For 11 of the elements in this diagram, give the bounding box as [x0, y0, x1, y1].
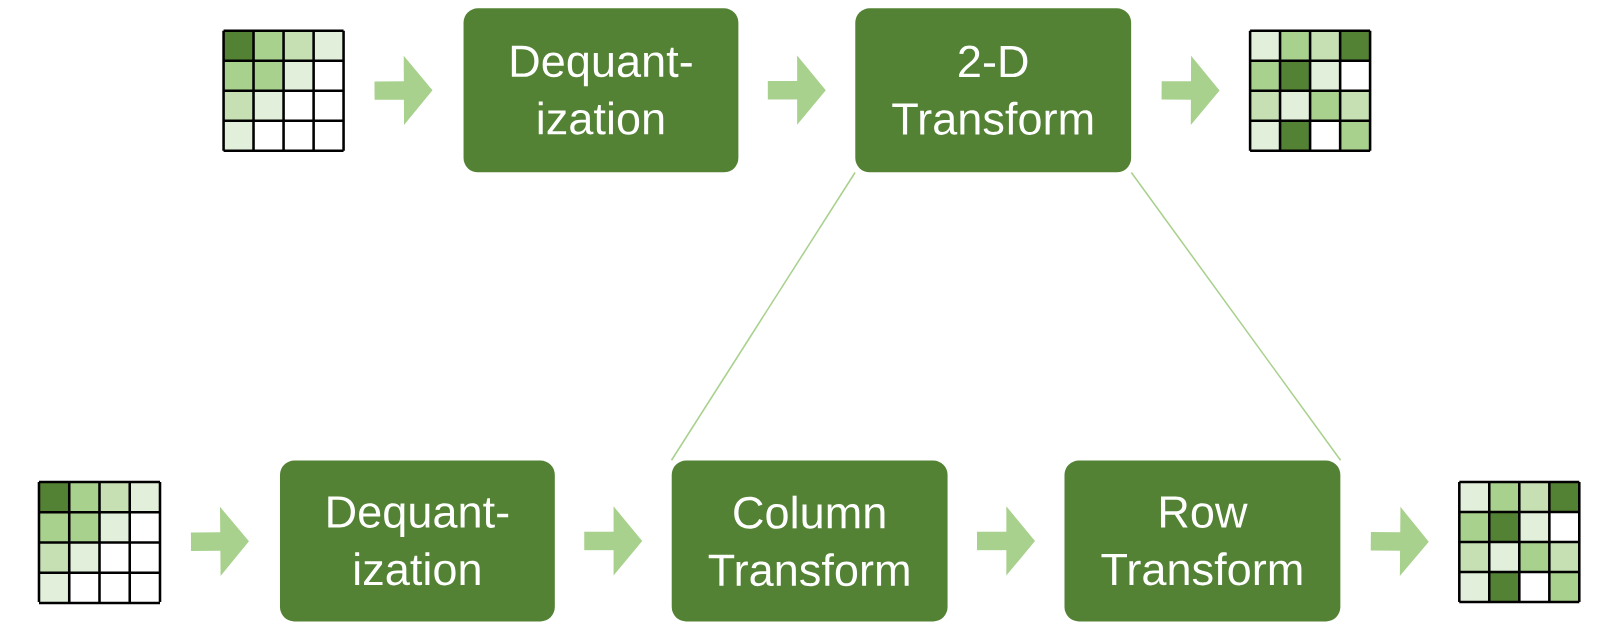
- process-box: Dequant-ization: [280, 460, 555, 622]
- matrix-grid-drawing: [37, 480, 162, 605]
- expansion-line: [1130, 171, 1342, 462]
- matrix-grid-drawing: [222, 29, 345, 153]
- matrix-grid-drawing: [1458, 480, 1581, 604]
- matrix-grid-drawing: [1248, 29, 1372, 153]
- process-box: Row Transform: [1064, 460, 1341, 622]
- process-box: Dequant-ization: [463, 8, 739, 173]
- expansion-line: [670, 171, 856, 462]
- process-box: Column Transform: [671, 460, 948, 622]
- process-box: 2-D Transform: [855, 8, 1132, 173]
